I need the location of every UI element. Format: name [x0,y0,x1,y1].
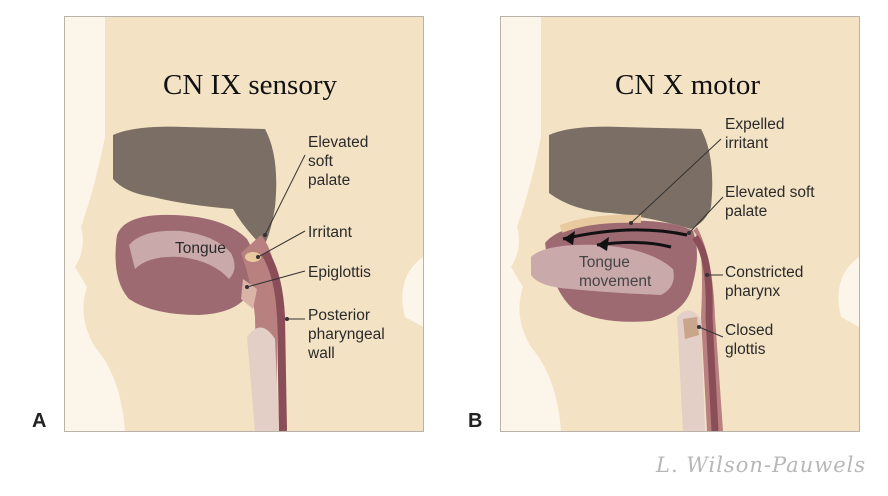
panel-b-title: CN X motor [615,69,760,101]
panel-a-letter: A [32,410,47,432]
label-epiglottis: Epiglottis [308,264,371,281]
label-tongue: Tongue [175,240,226,257]
label-irritant: Irritant [308,224,352,241]
panel-b-anatomy-drawing [511,17,859,431]
panel-a-illustration: CN IX sensory Elevated soft palate Irrit… [64,16,424,432]
label-posterior-pharyngeal-wall: Posterior pharyngeal wall [308,307,385,362]
label-tongue-movement: Tongue movement [579,254,652,290]
artist-signature: L. Wilson-Pauwels [656,453,867,477]
panel-a-title: CN IX sensory [163,69,337,101]
label-elevated-soft-palate: Elevated soft palate [308,134,369,189]
label-expelled-irritant: Expelled irritant [725,116,785,152]
label-closed-glottis: Closed glottis [725,322,774,358]
label-constricted-pharynx: Constricted pharynx [725,264,804,300]
label-elevated-soft-palate-b: Elevated soft palate [725,184,815,220]
panel-b-illustration: CN X motor Expelled irritant Elevated so… [500,16,860,432]
panel-a-anatomy-drawing [75,17,423,431]
panel-b-letter: B [468,410,483,432]
